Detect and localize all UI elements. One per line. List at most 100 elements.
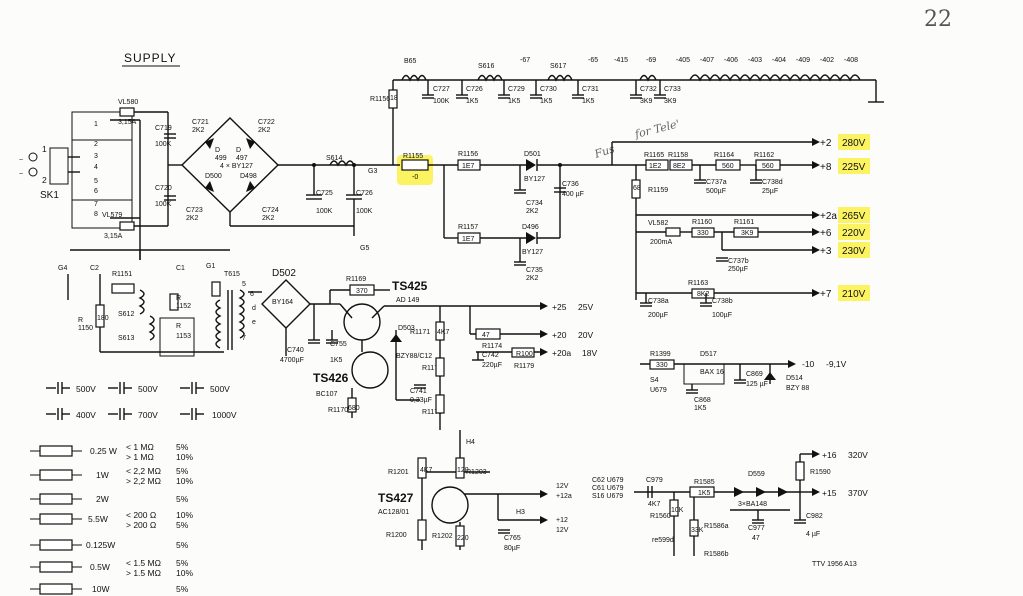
svg-text:> 200 Ω: > 200 Ω [126,520,156,530]
svg-text:0,33µF: 0,33µF [410,397,432,404]
negative-rail: R1399 330 D517 BAX 16 C868 1K5 S4 U679 C… [640,351,847,412]
top-rail: R1156 18 B65 S616 -67 S617 -65 -415 -69 … [370,57,884,165]
resistor-r1155 [401,159,429,171]
svg-text:100K: 100K [356,208,373,215]
svg-text:220V: 220V [842,228,866,239]
svg-text:25V: 25V [578,302,593,312]
svg-text:R1157: R1157 [458,224,478,231]
svg-text:4K7: 4K7 [437,329,450,336]
svg-text:1E7: 1E7 [462,163,475,170]
svg-text:BZY88/C12: BZY88/C12 [396,353,432,360]
svg-text:4 × BY127: 4 × BY127 [220,163,253,170]
svg-text:C755: C755 [330,341,347,348]
transistor-ts425 [343,303,381,341]
svg-text:BY164: BY164 [272,299,293,306]
svg-text:100K: 100K [433,98,450,105]
svg-text:T615: T615 [224,271,240,278]
svg-text:100µF: 100µF [712,312,732,319]
svg-text:500V: 500V [210,384,230,394]
svg-text:560: 560 [722,163,734,170]
mains-input: ~~ 12 SK1 12 34 56 78 VL580 3,15A VL579 … [19,99,169,260]
svg-text:R1170: R1170 [328,407,348,414]
svg-text:5%: 5% [176,520,189,530]
svg-text:1153: 1153 [176,333,191,340]
caps-c719-c720: C719 100K C720 100K [155,125,176,208]
svg-text:D503: D503 [398,325,415,332]
legend-resistors: 0.25 W < 1 MΩ > 1 MΩ 5% 10% 1W < 2,2 MΩ … [30,442,193,595]
svg-text:VL582: VL582 [648,220,668,227]
svg-text:-402: -402 [820,57,834,64]
svg-text:1: 1 [42,144,47,154]
svg-text:> 1.5 MΩ: > 1.5 MΩ [126,568,161,578]
drawing-id: TTV 1956 A13 [812,561,857,568]
svg-text:20V: 20V [578,330,593,340]
svg-text:C722: C722 [258,119,275,126]
svg-text:R1169: R1169 [346,276,366,283]
svg-text:1K5: 1K5 [540,98,553,105]
svg-text:C723: C723 [186,207,203,214]
low-voltage-section: G4 C2 C1 G1 R 1150 180 R1151 R 1152 S612… [58,249,330,357]
svg-text:C2: C2 [90,265,99,272]
svg-text:R1158: R1158 [668,152,688,159]
svg-text:500V: 500V [76,384,96,394]
svg-text:~: ~ [19,157,23,164]
svg-text:R1163: R1163 [688,280,708,287]
choke-s614 [329,160,355,167]
svg-text:1150: 1150 [78,325,93,332]
svg-text:< 1.5 MΩ: < 1.5 MΩ [126,558,161,568]
svg-text:R1155: R1155 [403,153,423,160]
svg-text:+16: +16 [822,450,837,460]
svg-text:S613: S613 [118,335,134,342]
svg-text:AC128/01: AC128/01 [378,509,409,516]
svg-text:2K2: 2K2 [258,127,271,134]
svg-text:+7: +7 [820,289,832,300]
svg-text:80µF: 80µF [504,545,520,552]
svg-text:210V: 210V [842,289,866,300]
svg-text:R1202: R1202 [432,533,453,540]
svg-text:-65: -65 [588,57,598,64]
hv-doubler: C62 U679 C61 U679 S16 U679 C979 4K7 R156… [592,450,868,568]
connector-label: SK1 [40,190,59,201]
svg-text:R1201: R1201 [388,469,409,476]
svg-text:C738a: C738a [648,298,669,305]
svg-text:C729: C729 [508,86,525,93]
svg-text:1000V: 1000V [212,410,237,420]
svg-text:BZY 88: BZY 88 [786,385,809,392]
svg-text:TS427: TS427 [378,491,414,505]
svg-text:VL579: VL579 [102,212,122,219]
svg-text:G4: G4 [58,265,67,272]
svg-text:~: ~ [19,171,23,178]
svg-text:-404: -404 [772,57,786,64]
svg-text:R: R [176,323,181,330]
svg-text:47: 47 [752,535,760,542]
svg-text:2: 2 [42,175,47,185]
svg-text:-406: -406 [724,57,738,64]
highlight-rail-7 [838,285,870,301]
svg-text:8E2: 8E2 [673,163,686,170]
legend-capacitors: 500V 500V 500V 400V 700V 1000V [46,382,237,420]
regulator-25v: R1169 370 TS425 AD 149 TS426 BC107 R1170… [280,276,597,430]
svg-text:497: 497 [236,155,248,162]
svg-text:5: 5 [242,281,246,288]
svg-text:R1174: R1174 [482,343,502,350]
svg-text:R1162: R1162 [754,152,774,159]
svg-text:4K7: 4K7 [420,467,433,474]
svg-text:230V: 230V [842,246,866,257]
svg-text:7: 7 [242,335,246,342]
svg-text:+20: +20 [552,330,567,340]
note-for-tele: for Tele' [633,117,681,141]
svg-text:320V: 320V [848,450,868,460]
svg-text:C62 U679: C62 U679 [592,477,624,484]
svg-text:TS426: TS426 [313,371,349,385]
svg-text:C736: C736 [562,181,579,188]
svg-text:S614: S614 [326,155,342,162]
svg-text:< 1 MΩ: < 1 MΩ [126,442,154,452]
svg-text:0.25 W: 0.25 W [90,446,117,456]
svg-text:6: 6 [250,291,254,298]
output-rails: +2 280V R1165 1E2 R1158 8E2 R1164 560 R1… [611,138,866,319]
fuse-vl579 [119,221,135,231]
svg-text:+12: +12 [556,517,568,524]
svg-text:8: 8 [94,211,98,218]
svg-text:1K5: 1K5 [694,405,707,412]
